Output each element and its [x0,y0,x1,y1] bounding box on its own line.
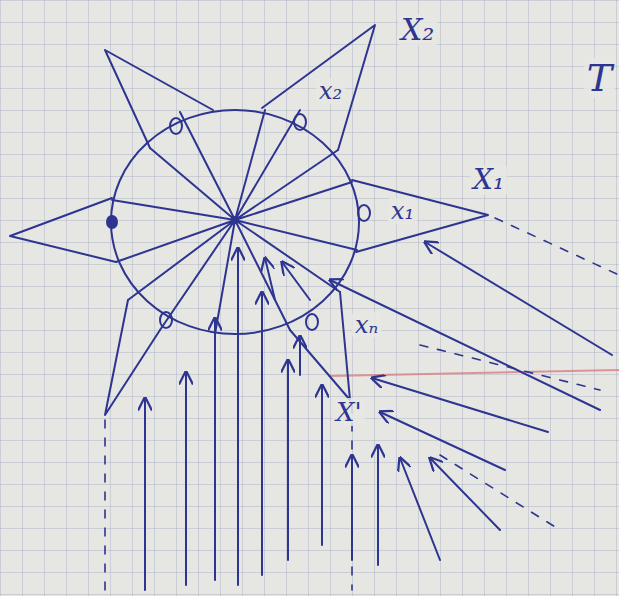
variable-label: x₁ [388,198,417,224]
variable-label: T [584,58,615,98]
variable-label: X₂ [398,14,437,46]
variable-label: x₂ [316,78,345,104]
variable-label: X' [333,398,365,426]
variable-label: xₙ [352,312,381,338]
variable-label: X₁ [470,165,507,195]
